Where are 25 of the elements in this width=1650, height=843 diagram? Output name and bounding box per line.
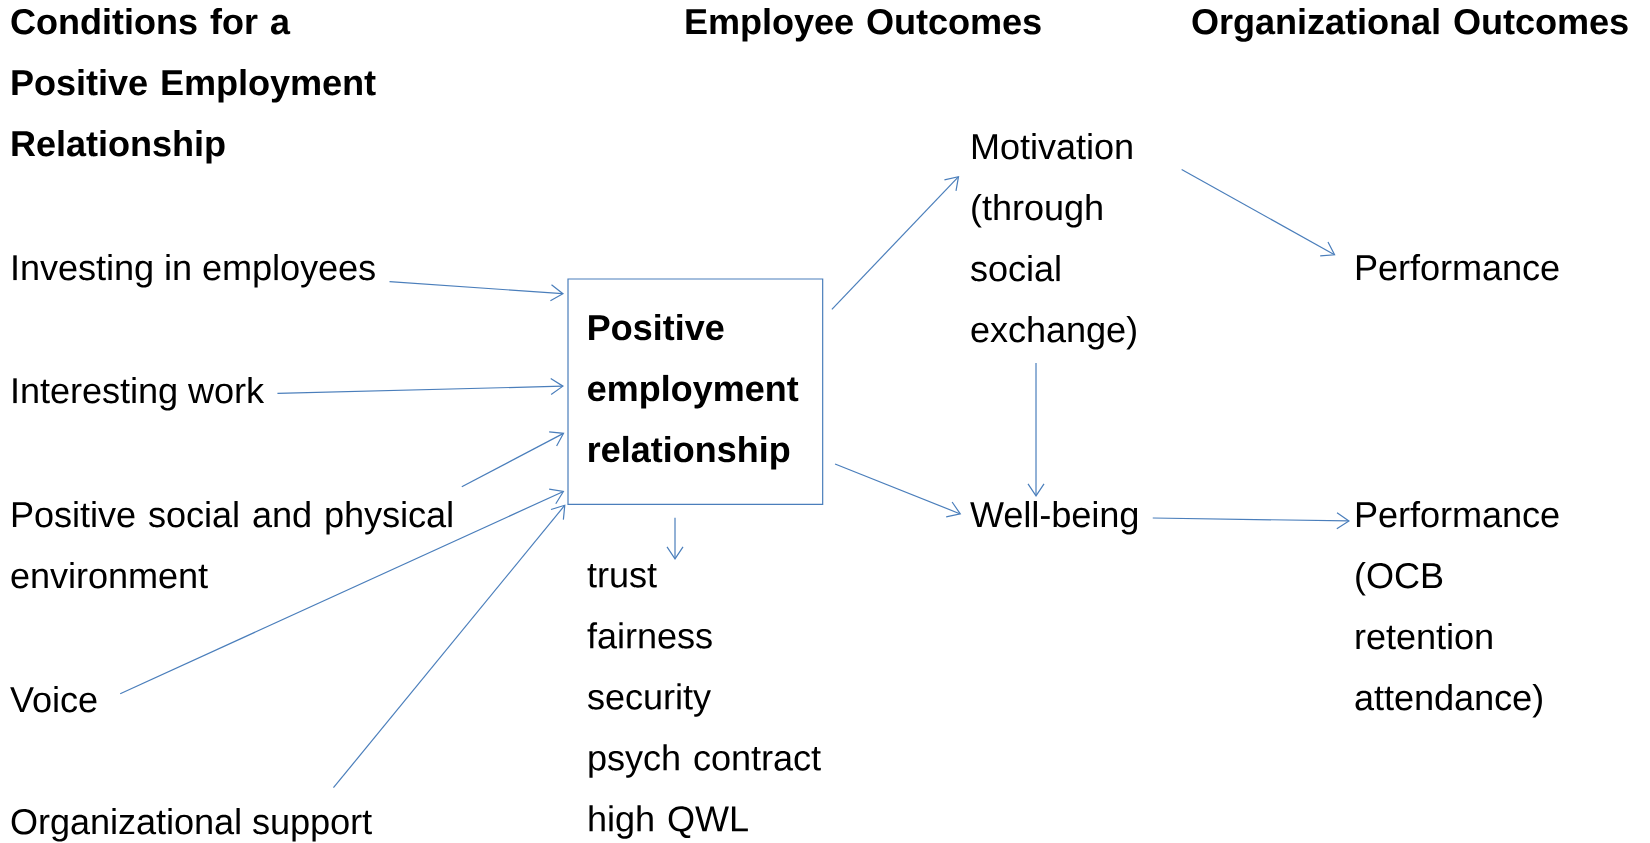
arrow	[388, 281, 564, 302]
arrow	[461, 431, 565, 488]
list-text: trust fairness security psych contract high QWL	[587, 564, 821, 839]
arrow	[666, 517, 684, 560]
node-text: Positive social and physical environment	[11, 501, 452, 589]
arrow	[1152, 512, 1350, 530]
column-heading: Employee Outcomes	[686, 8, 1041, 42]
arrow	[831, 175, 960, 310]
arrow	[1027, 362, 1045, 497]
node-text: Motivation (through social exchange)	[971, 133, 1136, 350]
arrow	[332, 504, 566, 789]
column-heading: Conditions for a Positive Employment Relationship	[11, 8, 376, 164]
arrow	[119, 488, 565, 695]
node-text: Well-being	[970, 501, 1138, 535]
column-heading: Organizational Outcomes	[1192, 8, 1628, 42]
arrow	[834, 463, 962, 518]
node-text: Organizational support	[11, 808, 372, 842]
node-text: Voice	[10, 686, 97, 713]
arrow	[1181, 168, 1336, 257]
arrow	[276, 377, 564, 396]
node-text: Investing in employees	[13, 254, 375, 288]
node-text: Performance	[1356, 254, 1559, 281]
node-text: Interesting work	[13, 377, 265, 411]
node-text: Performance (OCB retention attendance)	[1355, 501, 1559, 718]
relationship-box: Positive employment relationship	[567, 278, 824, 505]
